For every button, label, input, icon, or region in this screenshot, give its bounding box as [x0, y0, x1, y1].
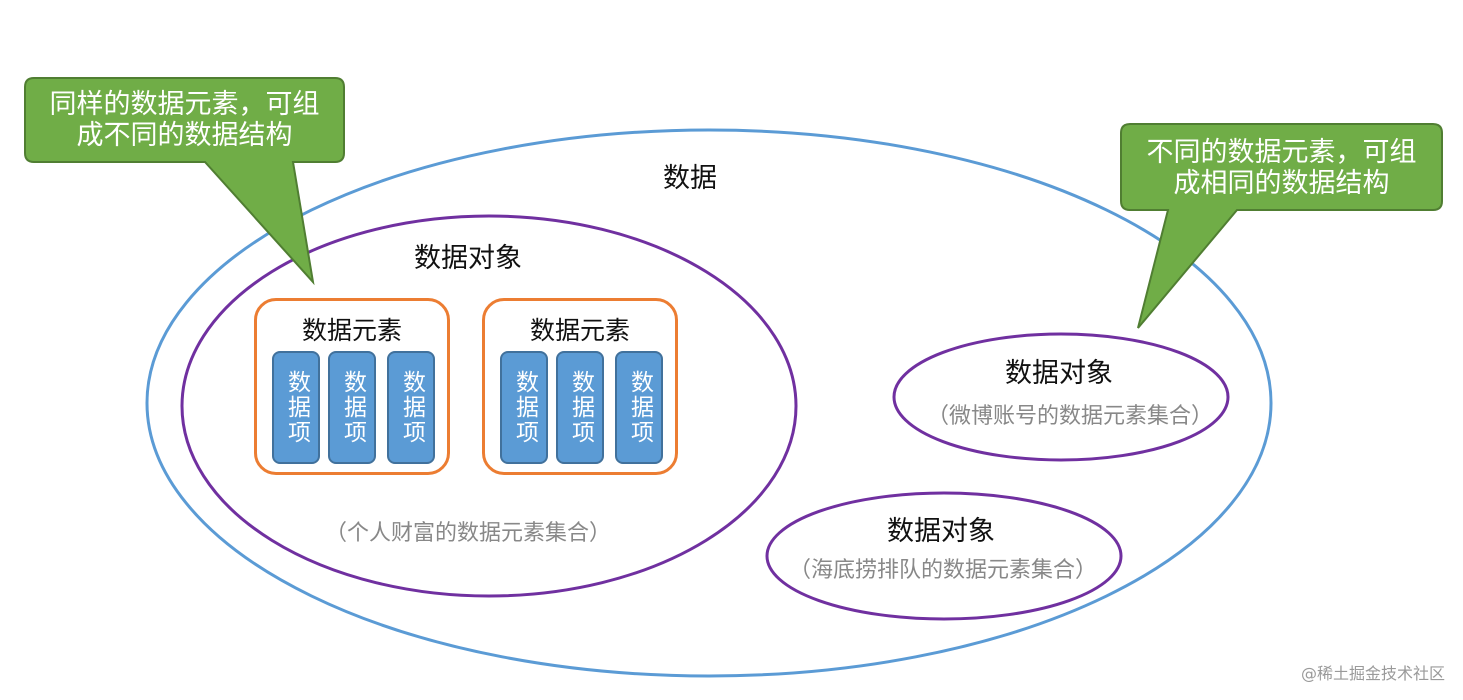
data-object-ellipse-1: [180, 214, 798, 598]
watermark: @稀土掘金技术社区: [1300, 664, 1445, 683]
data-element-label: 数据元素: [529, 316, 630, 345]
callout-right-text: 不同的数据元素，可组 成相同的数据结构: [1146, 137, 1417, 199]
data-item: 数据项: [556, 351, 604, 464]
data-object-annotation-3: （海底捞排队的数据元素集合）: [788, 558, 1098, 583]
data-object-ellipse-2: [892, 332, 1230, 462]
data-label: 数据: [663, 163, 717, 194]
data-object-annotation-1: （个人财富的数据元素集合）: [324, 521, 612, 546]
callout-right-shape: [1120, 123, 1443, 329]
data-item: 数据项: [387, 351, 435, 464]
data-element-box-2: 数据元素 数据项 数据项 数据项: [482, 298, 678, 475]
data-item: 数据项: [328, 351, 376, 464]
data-outer-ellipse: [145, 128, 1273, 678]
data-object-ellipse-3: [765, 491, 1123, 621]
data-item: 数据项: [272, 351, 320, 464]
data-element-label: 数据元素: [301, 316, 402, 345]
data-object-label-3: 数据对象: [887, 516, 995, 547]
data-element-box-1: 数据元素 数据项 数据项 数据项: [254, 298, 450, 475]
callout-left-shape: [24, 77, 345, 286]
callout-left-text: 同样的数据元素，可组 成不同的数据结构: [49, 89, 320, 151]
data-object-label-1: 数据对象: [414, 243, 522, 274]
data-item: 数据项: [615, 351, 663, 464]
data-object-label-2: 数据对象: [1005, 358, 1113, 389]
data-item: 数据项: [500, 351, 548, 464]
data-object-annotation-2: （微博账号的数据元素集合）: [926, 404, 1214, 429]
